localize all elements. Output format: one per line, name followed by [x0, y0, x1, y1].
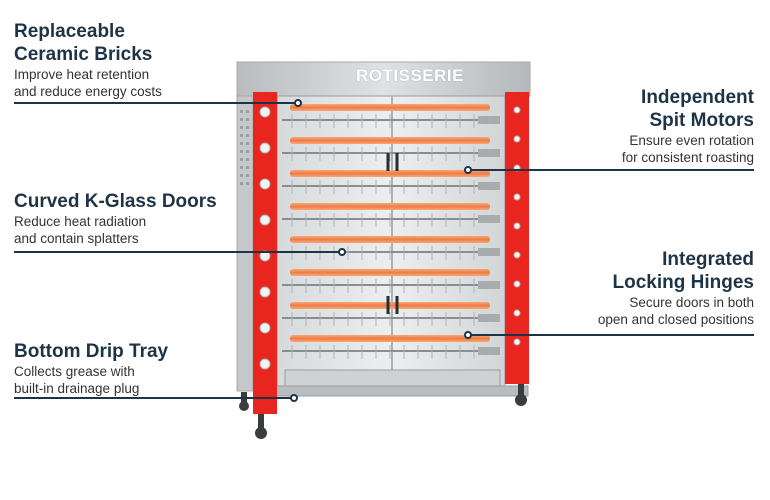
- right-knobs: [513, 106, 521, 346]
- heater-element: [290, 302, 490, 309]
- heater-element: [290, 137, 490, 144]
- control-knob: [513, 309, 521, 317]
- control-knob: [513, 222, 521, 230]
- control-knob: [259, 142, 271, 154]
- side-vents: [240, 110, 249, 185]
- leader-line-bricks: [14, 102, 296, 104]
- control-knob: [513, 338, 521, 346]
- heater-element: [290, 236, 490, 243]
- leader-line-hinges: [470, 334, 754, 336]
- spit-motor: [478, 116, 500, 124]
- callout-kglass-doors: Curved K-Glass Doors Reduce heat radiati…: [14, 190, 244, 247]
- callout-locking-hinges: Integrated Locking Hinges Secure doors i…: [540, 248, 754, 328]
- spit-motor: [478, 281, 500, 289]
- spit-motor: [478, 347, 500, 355]
- drip-tray: [284, 369, 501, 387]
- oven-top-panel: [236, 61, 531, 97]
- control-knob: [513, 106, 521, 114]
- heater-element: [290, 203, 490, 210]
- door-handles: [386, 153, 399, 314]
- callout-description: Improve heat retention and reduce energy…: [14, 67, 162, 99]
- callout-description: Reduce heat radiation and contain splatt…: [14, 214, 147, 246]
- control-knob: [259, 178, 271, 190]
- pointer-dot-motors: [464, 166, 472, 174]
- leader-line-tray: [14, 397, 292, 399]
- spit-motor: [478, 215, 500, 223]
- wheels: [239, 384, 527, 439]
- heater-element: [290, 269, 490, 276]
- spit-motor: [478, 149, 500, 157]
- spit-motor: [478, 182, 500, 190]
- callout-title: Replaceable Ceramic Bricks: [14, 21, 153, 65]
- control-knob: [259, 106, 271, 118]
- spit-motor: [478, 314, 500, 322]
- pointer-dot-tray: [290, 394, 298, 402]
- callout-title: Independent Spit Motors: [641, 87, 754, 131]
- heater-rows: [282, 104, 500, 359]
- callout-description: Ensure even rotation for consistent roas…: [621, 133, 754, 165]
- callout-drip-tray: Bottom Drip Tray Collects grease with bu…: [14, 340, 234, 397]
- left-knobs: [259, 106, 271, 370]
- heater-element: [290, 104, 490, 111]
- callout-title: Bottom Drip Tray: [14, 341, 169, 362]
- control-knob: [513, 135, 521, 143]
- leader-line-doors: [14, 251, 340, 253]
- heater-element: [290, 335, 490, 342]
- callout-description: Collects grease with built-in drainage p…: [14, 364, 140, 396]
- callout-ceramic-bricks: Replaceable Ceramic Bricks Improve heat …: [14, 20, 234, 100]
- control-knob: [259, 358, 271, 370]
- logo-text: ROTISSERIE: [356, 66, 464, 85]
- control-knob: [513, 193, 521, 201]
- leader-line-motors: [470, 169, 754, 171]
- spit-motor: [478, 248, 500, 256]
- callout-description: Secure doors in both open and closed pos…: [597, 295, 754, 327]
- control-knob: [513, 280, 521, 288]
- control-knob: [513, 251, 521, 259]
- pointer-dot-bricks: [294, 99, 302, 107]
- control-knob: [259, 214, 271, 226]
- heater-element: [290, 170, 490, 177]
- control-knob: [259, 286, 271, 298]
- control-knob: [259, 322, 271, 334]
- brand-logo: ROTISSERIE: [356, 66, 466, 90]
- callout-title: Curved K-Glass Doors: [14, 191, 217, 212]
- callout-spit-motors: Independent Spit Motors Ensure even rota…: [540, 86, 754, 166]
- pointer-dot-hinges: [464, 331, 472, 339]
- callout-title: Integrated Locking Hinges: [612, 249, 754, 293]
- pointer-dot-doors: [338, 248, 346, 256]
